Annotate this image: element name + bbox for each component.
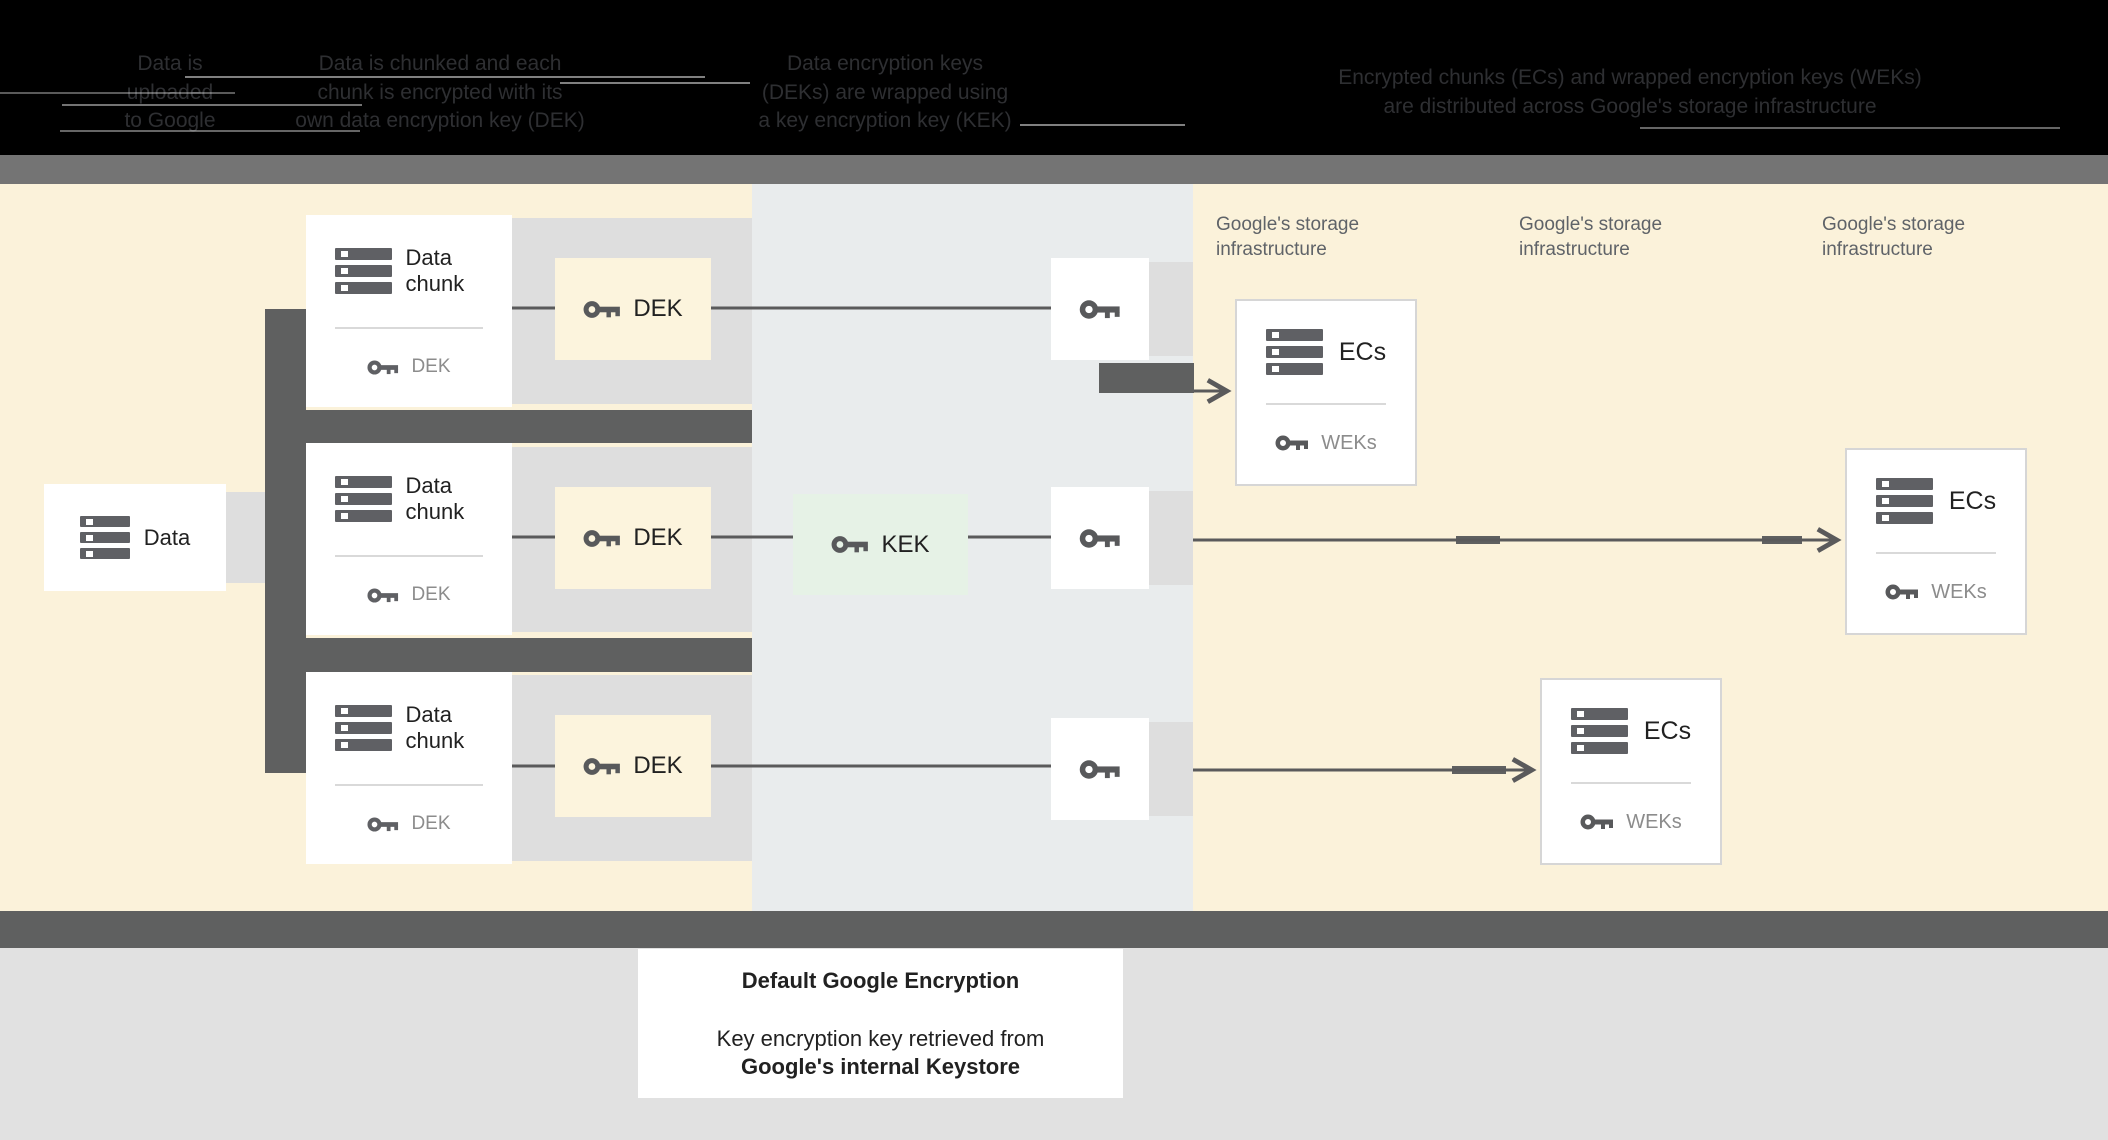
key-icon — [1275, 435, 1309, 451]
chunk-dek-label: DEK — [411, 584, 451, 605]
footer-line-2: Google's internal Keystore — [740, 1054, 1021, 1079]
divider — [335, 784, 483, 786]
storage-infrastructure-label-3: Google's storage infrastructure — [1822, 214, 1966, 260]
kek-box: KEK — [793, 494, 968, 595]
wrapped-key-row3-band — [1149, 722, 1193, 816]
caption-line: a key encryption key (KEK) — [758, 109, 1012, 132]
data-chunk-box-1: Data chunk DEK — [306, 215, 512, 407]
header-black-band: Data is uploaded to Google Data is chunk… — [0, 0, 2108, 155]
divider — [335, 555, 483, 557]
data-box: Data — [44, 484, 226, 591]
key-icon — [367, 359, 399, 375]
caption-line: uploaded — [126, 80, 214, 104]
top-divider-bar — [0, 155, 2108, 184]
dek-box-1: DEK — [555, 258, 711, 360]
caption-line: Data encryption keys — [786, 52, 984, 75]
caption-line: chunk is encrypted with its — [317, 80, 563, 104]
wrapped-key-box-3 — [1051, 718, 1149, 820]
divider — [1266, 403, 1386, 405]
storage-infrastructure-label-2: Google's storage infrastructure — [1519, 214, 1663, 260]
wrapped-key-box-1 — [1051, 258, 1149, 360]
redaction-streak — [185, 76, 705, 78]
server-icon — [1875, 478, 1933, 524]
header-caption-upload: Data is uploaded to Google — [60, 50, 280, 136]
redaction-streak — [1020, 124, 1185, 126]
bottom-divider-bar — [0, 911, 2108, 948]
server-icon — [1265, 329, 1323, 375]
weks-label: WEKs — [1931, 580, 1987, 603]
inter-row-bar-1 — [302, 410, 752, 443]
data-chunk-box-2: Data chunk DEK — [306, 443, 512, 635]
key-icon — [1079, 759, 1120, 779]
wrapped-key-box-2 — [1051, 487, 1149, 589]
header-caption-chunking: Data is chunked and each chunk is encryp… — [235, 50, 645, 136]
footer-panel: Default Google Encryption Key encryption… — [638, 949, 1123, 1098]
caption-line: Data is chunked and each — [318, 52, 562, 75]
ecs-title: ECs — [1338, 337, 1387, 366]
redaction-streak — [0, 92, 235, 94]
divider — [1571, 782, 1691, 784]
caption-line: are distributed across Google's storage … — [1383, 94, 1877, 118]
key-icon — [832, 536, 869, 553]
dek-label: DEK — [633, 524, 683, 551]
weks-label: WEKs — [1626, 810, 1682, 833]
redaction-streak — [560, 82, 750, 84]
chunk-title: Data chunk — [405, 245, 465, 296]
footer-line-1: Key encryption key retrieved from — [716, 1026, 1045, 1051]
key-icon — [583, 529, 621, 547]
key-icon — [1079, 299, 1120, 319]
key-icon — [1885, 584, 1919, 600]
dek-label: DEK — [633, 752, 683, 779]
caption-line: Encrypted chunks (ECs) and wrapped encry… — [1338, 66, 1922, 89]
redaction-streak — [62, 104, 362, 106]
caption-line: Data is — [137, 52, 203, 75]
server-icon — [1570, 708, 1628, 754]
dek-label: DEK — [633, 295, 683, 322]
data-connector-band — [226, 492, 265, 583]
ecs-box-3: ECs WEKs — [1540, 678, 1722, 865]
header-caption-wrapping: Data encryption keys (DEKs) are wrapped … — [735, 50, 1035, 136]
inter-row-bar-2 — [302, 638, 752, 672]
weks-label: WEKs — [1321, 431, 1377, 454]
storage-infrastructure-label-1: Google's storage infrastructure — [1216, 214, 1360, 260]
key-icon — [1580, 814, 1614, 830]
chunk-title: Data chunk — [405, 702, 465, 753]
divider — [335, 327, 483, 329]
ecs-box-1: ECs WEKs — [1235, 299, 1417, 486]
wrapped-key-transfer-bar — [1099, 363, 1194, 393]
key-icon — [367, 587, 399, 603]
server-icon — [334, 248, 392, 294]
dek-box-3: DEK — [555, 715, 711, 817]
server-icon — [79, 516, 130, 559]
key-icon — [583, 757, 621, 775]
caption-line: (DEKs) are wrapped using — [761, 80, 1009, 104]
chunk-title: Data chunk — [405, 473, 465, 524]
divider — [1876, 552, 1996, 554]
chunk-dek-label: DEK — [411, 813, 451, 834]
ecs-title: ECs — [1948, 486, 1997, 515]
chunk-connector-trunk — [265, 309, 306, 773]
kek-label: KEK — [881, 530, 930, 558]
redaction-streak — [60, 130, 360, 132]
data-chunk-box-3: Data chunk DEK — [306, 672, 512, 864]
data-box-label: Data — [143, 524, 191, 550]
key-icon — [583, 300, 621, 318]
server-icon — [334, 476, 392, 522]
server-icon — [334, 705, 392, 751]
dek-box-2: DEK — [555, 487, 711, 589]
caption-line: own data encryption key (DEK) — [295, 109, 585, 132]
caption-line: to Google — [124, 109, 216, 132]
ecs-title: ECs — [1643, 716, 1692, 745]
key-icon — [367, 816, 399, 832]
redaction-streak — [1640, 127, 2060, 129]
wrapped-key-row1-band — [1149, 262, 1193, 356]
chunk-dek-label: DEK — [411, 356, 451, 377]
ecs-box-2: ECs WEKs — [1845, 448, 2027, 635]
header-caption-distribution: Encrypted chunks (ECs) and wrapped encry… — [1290, 64, 1970, 121]
footer-title: Default Google Encryption — [741, 968, 1020, 993]
wrapped-key-row2-band — [1149, 491, 1193, 585]
key-icon — [1079, 528, 1120, 548]
